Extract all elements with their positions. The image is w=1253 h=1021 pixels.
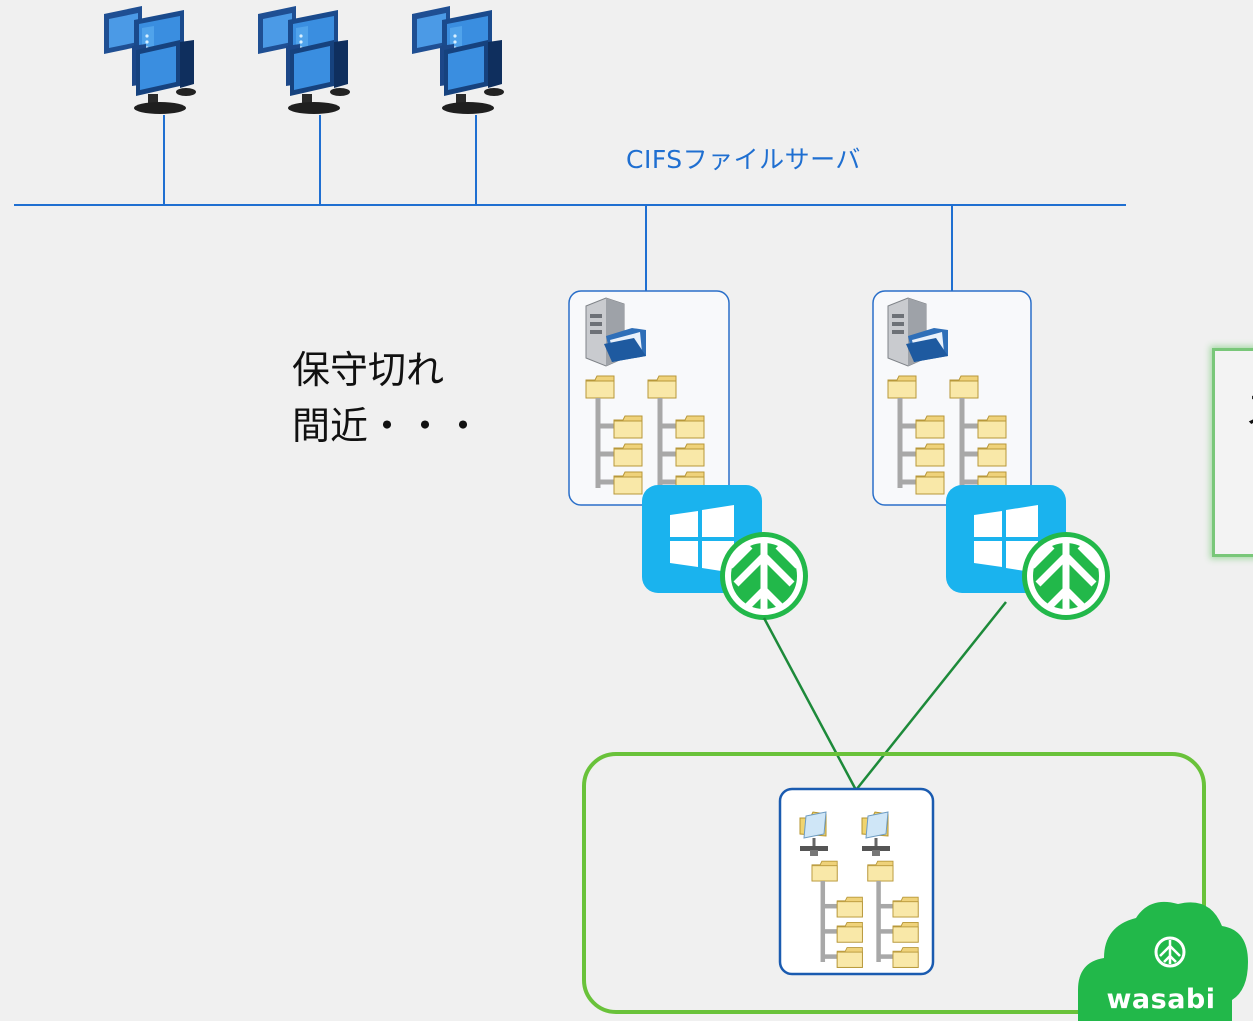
note-line-2: 間近・・・ [292,404,483,448]
network-label: CIFSファイルサーバ [626,145,861,174]
wasabi-emblem-icon [720,532,808,620]
note-line-1: 保守切れ [292,348,445,392]
file-server-node-1 [568,290,730,506]
cloud-links [762,601,1007,791]
side-callout: ス [1212,348,1253,557]
wasabi-cloud-icon [1078,901,1248,1021]
network-folder-icon [860,810,892,858]
cloud-share-node [778,787,935,976]
cloud-storage-bucket [582,752,1206,1014]
wasabi-emblem-icon [1022,532,1110,620]
client-pc-group [104,6,504,114]
network-folder-icon [798,810,830,858]
file-server-node-2 [872,290,1032,506]
network-bus [14,115,1126,291]
desktop-pc-icon [412,6,504,114]
maintenance-note: 保守切れ 間近・・・ [292,342,482,454]
desktop-pc-icon [104,6,196,114]
desktop-pc-icon [258,6,350,114]
callout-text: ス [1245,379,1253,434]
wasabi-brand-name: wasabi [1106,984,1216,1015]
